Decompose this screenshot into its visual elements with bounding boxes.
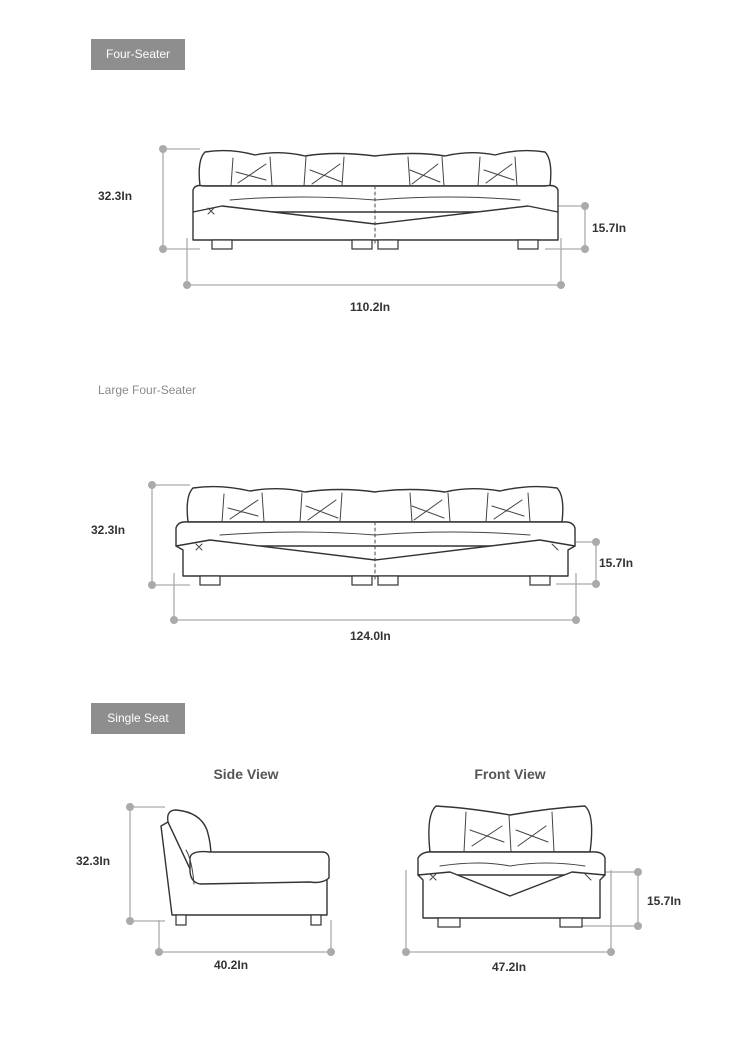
large-four-seater-height-label: 32.3In xyxy=(91,523,126,537)
side-view-depth-label: 40.2In xyxy=(214,958,249,972)
four-seater-seat-height-label: 15.7In xyxy=(592,221,627,235)
large-four-seater-sofa-drawing xyxy=(148,481,600,624)
side-view-depth-dimension xyxy=(155,920,335,956)
side-view-height-dimension xyxy=(126,803,165,925)
single-seat-badge: Single Seat xyxy=(91,703,185,734)
four-seater-width-label: 110.2In xyxy=(350,300,391,314)
four-seater-sofa-drawing xyxy=(159,145,589,289)
four-seater-width-dimension xyxy=(183,238,565,289)
front-view-width-dimension xyxy=(402,870,615,956)
four-seater-seat-height-dimension xyxy=(545,202,589,253)
four-seater-height-dimension xyxy=(159,145,200,253)
front-view-seat-height-label: 15.7In xyxy=(647,894,682,908)
front-view-drawing xyxy=(402,805,642,956)
large-four-seater-width-label: 124.0In xyxy=(350,629,391,643)
four-seater-height-label: 32.3In xyxy=(98,189,133,203)
front-view-width-label: 47.2In xyxy=(492,960,527,974)
front-view-seat-height-dimension xyxy=(580,868,642,930)
side-view-title: Side View xyxy=(213,766,279,782)
large-four-seater-seat-height-label: 15.7In xyxy=(599,556,634,570)
front-view-title: Front View xyxy=(474,766,546,782)
four-seater-badge: Four-Seater xyxy=(91,39,185,70)
large-four-seater-height-dimension xyxy=(148,481,190,589)
large-four-seater-label: Large Four-Seater xyxy=(98,383,197,397)
side-view-height-label: 32.3In xyxy=(76,854,111,868)
large-four-seater-width-dimension xyxy=(170,573,580,624)
side-view-drawing xyxy=(126,803,335,956)
